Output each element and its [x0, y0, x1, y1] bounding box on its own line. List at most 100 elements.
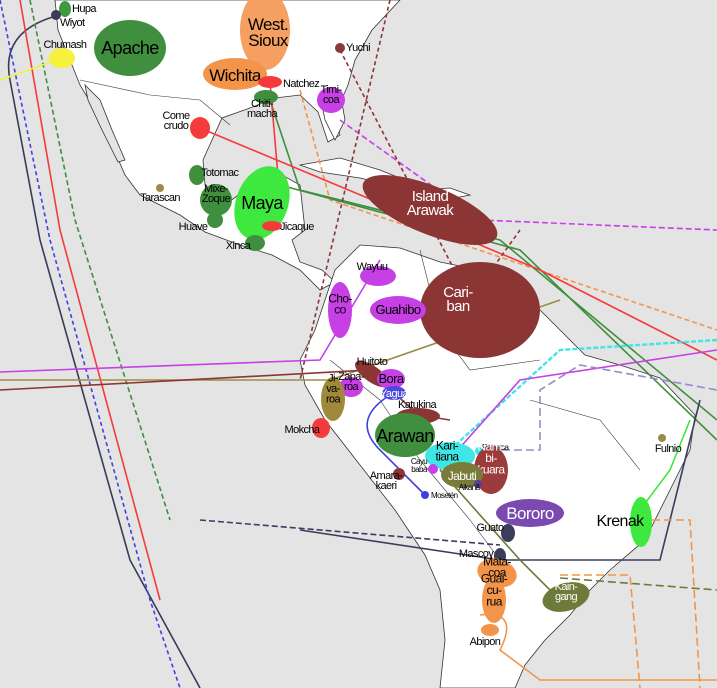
tarascan-label: Tarascan [140, 192, 180, 204]
wiyot-label: Wiyot [60, 17, 85, 29]
tarascan-label-line: Tarascan [140, 192, 180, 204]
bora-area [377, 369, 405, 389]
mixe-zoque-area [200, 184, 232, 216]
group-jabuti: Jabuti [441, 462, 483, 488]
mascoy-label: Mascoy [459, 548, 494, 560]
mixe-zoque-label-line: Mixe- [204, 183, 229, 195]
group-jicaque: Jicaque [262, 221, 315, 233]
route-navy-2 [299, 399, 701, 561]
fulnio-area [658, 434, 666, 442]
huave-area [207, 212, 223, 228]
route-blue-dashed [0, 0, 181, 688]
wayuu-label-line: Wayuu [357, 261, 388, 273]
group-west-sioux: West.Sioux [240, 0, 290, 70]
group-hupa: Hupa [59, 1, 98, 17]
group-xinca: Xinca [226, 235, 265, 252]
kaingang-area [542, 582, 590, 612]
katukina-label: Katukina [398, 399, 437, 411]
route-green-2 [279, 184, 717, 441]
cayubaba-label-line: baba [411, 465, 428, 474]
yuchi-area [335, 43, 345, 53]
nambikuara-area [474, 446, 508, 494]
aikana-label-line: Aikanã [459, 483, 481, 492]
group-tarascan: Tarascan [140, 184, 181, 204]
group-mokcha: Mokcha [285, 418, 330, 438]
fulnio-label: Fulnio [655, 443, 682, 455]
group-yagua: Yagua [380, 386, 410, 400]
apache-label-line: Apache [101, 38, 159, 58]
guahibo-area [370, 296, 426, 324]
wayuu-area [360, 266, 396, 286]
wichita-label-line: Wichita [209, 66, 262, 85]
wichita-label: Wichita [209, 66, 262, 85]
route-navy-dashed [199, 519, 501, 546]
natchez-area [258, 76, 282, 88]
timicoa-label-line: coa [323, 94, 340, 106]
bororo-label: Bororo [506, 504, 554, 523]
amarakaeri-label: Amara-kaeri [370, 470, 403, 492]
tarascan-area [156, 184, 164, 192]
chumash-area [49, 48, 75, 68]
guaicurua-label-line: cu- [487, 583, 502, 597]
amarakaeri-label-line: kaeri [376, 480, 397, 492]
arawan-label: Arawan [376, 426, 433, 446]
yuchi-label: Yuchi [346, 42, 370, 54]
group-moseten: Mosetén [421, 491, 458, 500]
karitiana-label: Kari-tiana [435, 438, 459, 463]
jivaroa-label-line: Ji- [328, 373, 339, 385]
group-jivaroa: Ji-va-roa [321, 373, 345, 421]
huave-label-line: Huave [179, 221, 208, 233]
moseten-area [421, 491, 429, 499]
apache-area [94, 20, 166, 76]
guahibo-label: Guahibo [376, 302, 421, 317]
west-sioux-label: West.Sioux [248, 15, 289, 50]
choco-area [328, 282, 352, 338]
karitiana-label-line: tiana [435, 450, 459, 464]
nambikuara-label-line: bi- [485, 451, 497, 465]
island-arawak-label-line: Arawak [407, 202, 455, 219]
route-red [19, 0, 161, 601]
baja-california-land [84, 83, 126, 163]
group-aikana: Aikanã [459, 480, 482, 492]
group-cariban: Cari-ban [420, 262, 540, 358]
wichita-area [203, 58, 267, 90]
route-purple [0, 259, 381, 373]
cariban-label-line: Cari- [443, 284, 473, 301]
chumash-label: Chumash [44, 39, 87, 51]
katukina-label-line: Katukina [398, 399, 437, 411]
cariban-label: Cari-ban [443, 284, 473, 315]
natchez-label-line: Natchez [283, 78, 319, 90]
aikana-area [474, 480, 482, 488]
group-natchez: Natchez [258, 76, 320, 90]
guato-label-line: Guato [477, 522, 504, 534]
group-krenak: Krenak [596, 497, 652, 547]
group-wiyot: Wiyot [51, 10, 86, 29]
amarakaeri-area [393, 468, 405, 480]
nambikuara-label: Nam-bi-kuara [477, 440, 505, 477]
jabuti-label-line: Jabuti [448, 469, 476, 483]
group-apache: Apache [94, 20, 166, 76]
timicoa-label: Timi-coa [320, 84, 342, 106]
route-orange-dashed [299, 89, 717, 331]
jivaroa-label-line: va- [326, 383, 340, 395]
xinca-label: Xinca [226, 240, 252, 252]
comecrudo-label-line: crudo [164, 120, 189, 132]
hupa-area [59, 1, 71, 17]
group-kaingang: Kain-gang [542, 581, 590, 612]
matacoa-label: Mata-coa [483, 554, 511, 579]
totomac-label: Totomac [201, 167, 239, 179]
moseten-label-line: Mosetén [431, 491, 458, 500]
cayubaba-label-line: Cayu [411, 457, 427, 466]
choco-label-line: Cho- [328, 291, 352, 305]
hupa-label-line: Hupa [72, 3, 97, 15]
group-abipon: Abipon [470, 624, 501, 648]
route-red-long [199, 127, 717, 361]
group-totomac: Totomac [189, 165, 240, 185]
comecrudo-area [190, 117, 210, 139]
nambikuara-label-line: Nam- [478, 440, 506, 454]
yagua-area [382, 386, 406, 400]
aikana-label: Aikanã [459, 483, 481, 492]
zaparoa-label-line: roa [344, 381, 360, 393]
